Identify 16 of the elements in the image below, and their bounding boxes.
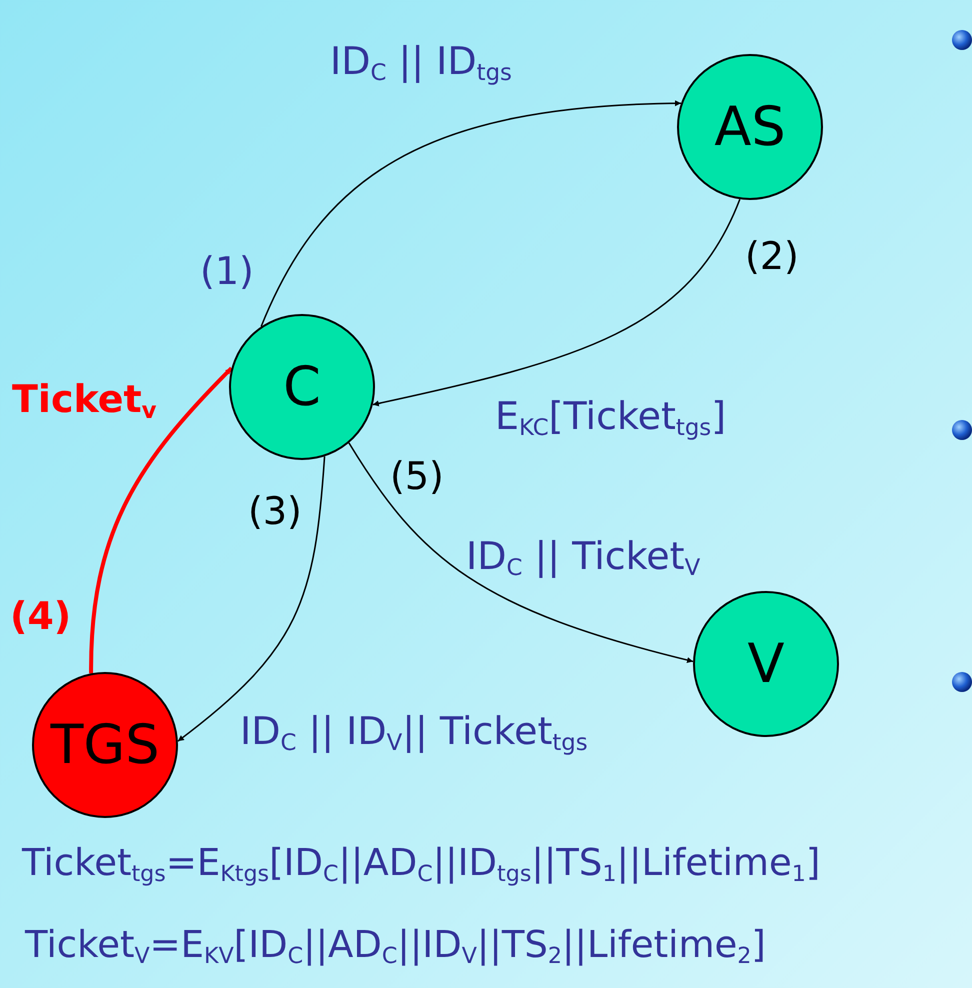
edge-label: ID$_{C}$ || ID$_{tgs}$ bbox=[330, 38, 512, 86]
formula: Ticket$_{V}$=E$_{KV}$[ID$_{C}$||AD$_{C}$||ID$_{V}$||TS$_{2}$||Lifetime$_{2}$] bbox=[25, 922, 766, 968]
step-number: (1) bbox=[200, 248, 254, 295]
arrow bbox=[177, 456, 326, 742]
formula: Ticket$_{tgs}$=E$_{Ktgs}$[ID$_{C}$||AD$_{C}$||ID$_{tgs}$||TS$_{1}$||Lifetime$_{1}$] bbox=[22, 840, 820, 886]
edge-label: ID$_{C}$ || ID$_{V}$|| Ticket$_{tgs}$ bbox=[240, 708, 588, 756]
step-number: (3) bbox=[248, 488, 302, 535]
arrow bbox=[260, 100, 681, 327]
step-number: (5) bbox=[390, 453, 444, 500]
edge-label: Ticket$_{v}$ bbox=[12, 376, 157, 424]
arrow bbox=[348, 442, 694, 663]
arrow bbox=[372, 198, 741, 406]
step-number: (4) bbox=[10, 593, 72, 640]
edge-label: ID$_{C}$ || Ticket$_{V}$ bbox=[466, 533, 700, 580]
edge-label: E$_{KC}$[Ticket$_{tgs}$] bbox=[495, 393, 726, 440]
step-number: (2) bbox=[745, 233, 799, 280]
